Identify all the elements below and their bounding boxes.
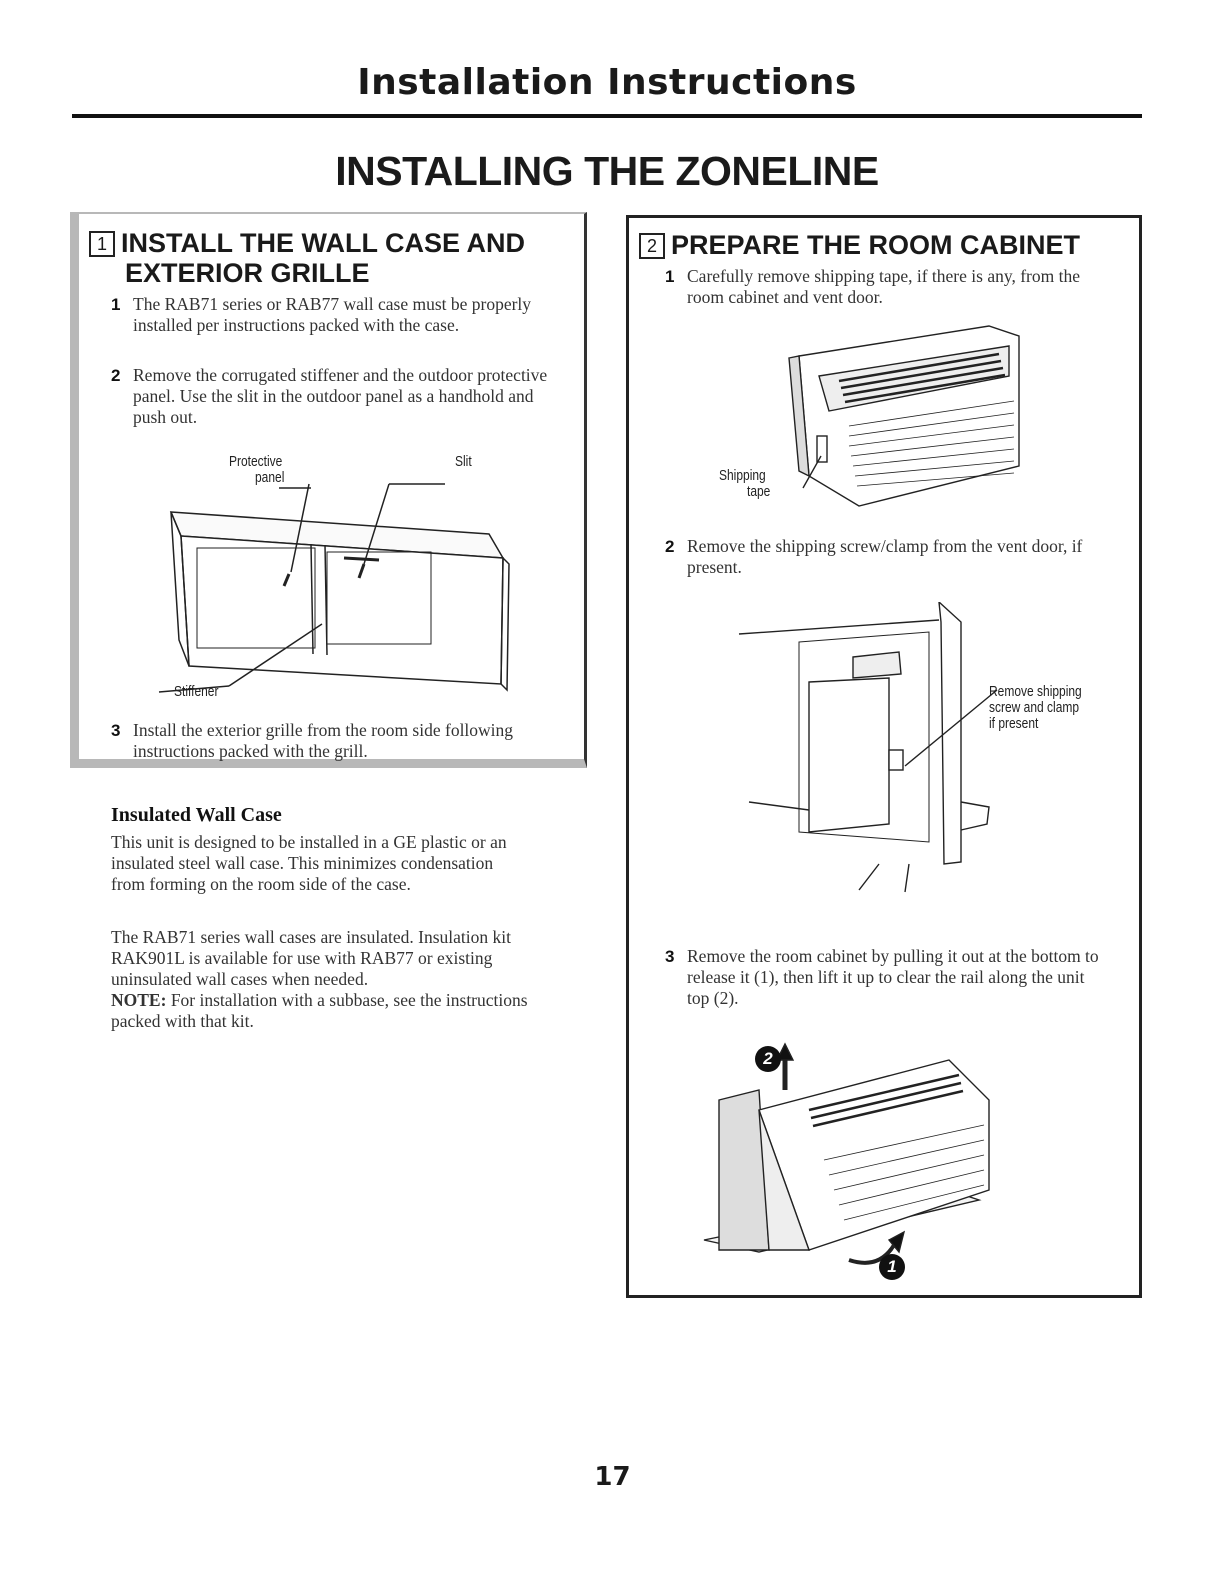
remove-cabinet-illustration <box>703 1042 990 1265</box>
s1-para-1: This unit is designed to be installed in… <box>111 832 507 894</box>
wall-case-illustration <box>158 483 510 693</box>
label-shipping: Shipping <box>719 467 766 484</box>
page-title: INSTALLING THE ZONELINE <box>335 148 879 194</box>
s1-step-1-text: The RAB71 series or RAB77 wall case must… <box>133 294 532 335</box>
section1-number: 1 <box>89 231 115 257</box>
s1-step-3-text: Install the exterior grille from the roo… <box>133 720 514 761</box>
s2-step-1-text: Carefully remove shipping tape, if there… <box>687 266 1080 307</box>
header-rule <box>72 114 1142 118</box>
section2-number: 2 <box>639 233 665 259</box>
label-screw-and-clamp: screw and clamp <box>989 699 1080 716</box>
label-remove-shipping: Remove shipping <box>989 683 1082 700</box>
label-panel: panel <box>255 469 285 486</box>
label-slit: Slit <box>455 453 472 470</box>
s1-step-2-number: 2 <box>111 366 121 385</box>
subhead-insulated-wall-case: Insulated Wall Case <box>111 804 282 826</box>
s1-step-3-number: 3 <box>111 721 121 740</box>
s2-step-2: 2 Remove the shipping screw/clamp from t… <box>665 536 1105 578</box>
s2-step-2-number: 2 <box>665 537 675 556</box>
s1-step-2-text: Remove the corrugated stiffener and the … <box>133 365 548 427</box>
vent-door-illustration <box>738 602 998 893</box>
page-header: Installation Instructions <box>357 62 857 103</box>
badge-step-2: 2 <box>755 1046 781 1072</box>
section1-title-line2: EXTERIOR GRILLE <box>125 258 370 288</box>
s1-step-1-number: 1 <box>111 295 121 314</box>
label-protective: Protective <box>229 453 283 470</box>
s2-step-3-text: Remove the room cabinet by pulling it ou… <box>687 946 1099 1008</box>
section1-title-line1: INSTALL THE WALL CASE AND <box>121 228 525 258</box>
badge-step-1: 1 <box>879 1254 905 1280</box>
s1-step-1: 1 The RAB71 series or RAB77 wall case mu… <box>111 294 551 336</box>
s1-note: NOTE: For installation with a subbase, s… <box>111 990 531 1032</box>
room-cabinet-tape-illustration <box>788 325 1020 507</box>
s2-step-3: 3 Remove the room cabinet by pulling it … <box>665 946 1105 1009</box>
s2-step-1-number: 1 <box>665 267 675 286</box>
page-number: 17 <box>594 1462 631 1492</box>
note-label: NOTE: <box>111 990 167 1010</box>
s1-step-2: 2 Remove the corrugated stiffener and th… <box>111 365 551 428</box>
label-if-present: if present <box>989 715 1039 732</box>
section2-title-text: PREPARE THE ROOM CABINET <box>671 230 1081 260</box>
label-tape: tape <box>747 483 771 500</box>
note-text: For installation with a subbase, see the… <box>111 990 528 1031</box>
s2-step-1: 1 Carefully remove shipping tape, if the… <box>665 266 1105 308</box>
s2-step-3-number: 3 <box>665 947 675 966</box>
s1-step-3: 3 Install the exterior grille from the r… <box>111 720 551 762</box>
s2-step-2-text: Remove the shipping screw/clamp from the… <box>687 536 1083 577</box>
s1-para-2: The RAB71 series wall cases are insulate… <box>111 927 511 989</box>
